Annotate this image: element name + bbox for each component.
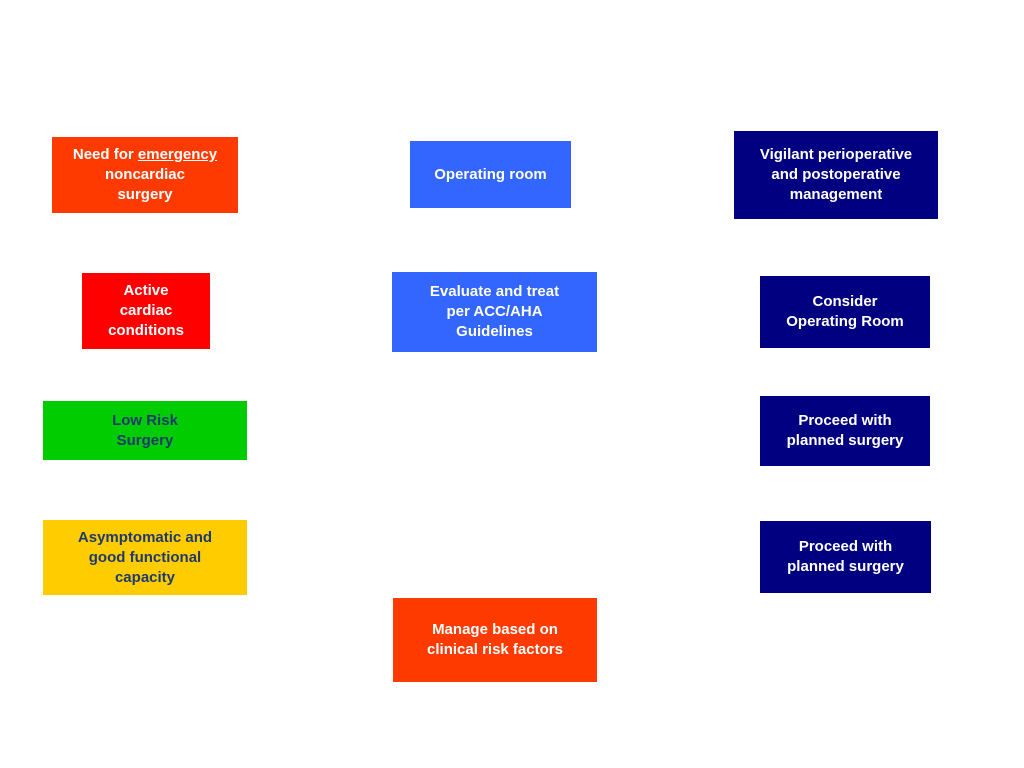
emergency-underlined: emergency xyxy=(137,146,218,163)
vigilant-line3: management xyxy=(789,186,883,203)
evaluate-text: Evaluate and treat per ACC/AHA Guideline… xyxy=(430,282,559,342)
active-line3: conditions xyxy=(108,322,184,339)
manage-line1: Manage based on xyxy=(432,621,558,638)
vigilant-line2: and postoperative xyxy=(771,166,901,183)
emergency-line3: surgery xyxy=(117,186,173,203)
vigilant-management-box: Vigilant perioperative and postoperative… xyxy=(734,131,938,219)
lowrisk-line2: Surgery xyxy=(116,431,174,449)
proceed-planned-surgery-box-2: Proceed with planned surgery xyxy=(760,521,931,593)
emergency-prefix: Need for xyxy=(72,146,138,163)
lowrisk-line1: Low Risk xyxy=(112,411,178,429)
active-cardiac-conditions-box: Active cardiac conditions xyxy=(82,273,210,349)
proceed1-line1: Proceed with xyxy=(798,412,892,429)
asympt-line2: good functional xyxy=(88,548,202,566)
emergency-line2: noncardiac xyxy=(104,166,185,183)
manage-line2: clinical risk factors xyxy=(427,641,563,658)
evaluate-treat-box: Evaluate and treat per ACC/AHA Guideline… xyxy=(392,272,597,352)
consider-line1: Consider xyxy=(812,293,878,310)
asympt-line3: capacity xyxy=(114,568,176,586)
consider-text: Consider Operating Room xyxy=(786,292,904,332)
active-line1: Active xyxy=(123,282,169,299)
proceed1-line2: planned surgery xyxy=(786,432,904,449)
emergency-surgery-box: Need for emergency noncardiac surgery xyxy=(52,137,238,213)
proceed2-line1: Proceed with xyxy=(798,538,893,555)
low-risk-surgery-box: Low Risk Surgery xyxy=(43,401,247,460)
evaluate-line1: Evaluate and treat xyxy=(429,283,560,300)
consider-operating-room-box: Consider Operating Room xyxy=(760,276,930,348)
evaluate-line2: per ACC/AHA xyxy=(446,303,543,320)
asymptomatic-box: Asymptomatic and good functional capacit… xyxy=(43,520,247,595)
operating-room-label: Operating room xyxy=(434,165,547,183)
operating-room-box: Operating room xyxy=(410,141,571,208)
consider-line2: Operating Room xyxy=(786,313,904,330)
vigilant-line1: Vigilant perioperative xyxy=(759,146,913,163)
proceed2-text: Proceed with planned surgery xyxy=(787,537,904,577)
evaluate-line3: Guidelines xyxy=(456,323,533,340)
proceed2-line2: planned surgery xyxy=(787,558,904,575)
emergency-surgery-text: Need for emergency noncardiac surgery xyxy=(73,145,217,205)
vigilant-text: Vigilant perioperative and postoperative… xyxy=(760,145,912,205)
asymptomatic-text: Asymptomatic and good functional capacit… xyxy=(78,528,212,588)
manage-text: Manage based on clinical risk factors xyxy=(427,620,563,660)
active-line2: cardiac xyxy=(119,302,173,319)
proceed1-text: Proceed with planned surgery xyxy=(787,411,904,451)
manage-risk-factors-box: Manage based on clinical risk factors xyxy=(393,598,597,682)
proceed-planned-surgery-box-1: Proceed with planned surgery xyxy=(760,396,930,466)
low-risk-text: Low Risk Surgery xyxy=(112,411,178,451)
active-cardiac-text: Active cardiac conditions xyxy=(108,281,184,341)
asympt-line1: Asymptomatic and xyxy=(77,528,213,546)
